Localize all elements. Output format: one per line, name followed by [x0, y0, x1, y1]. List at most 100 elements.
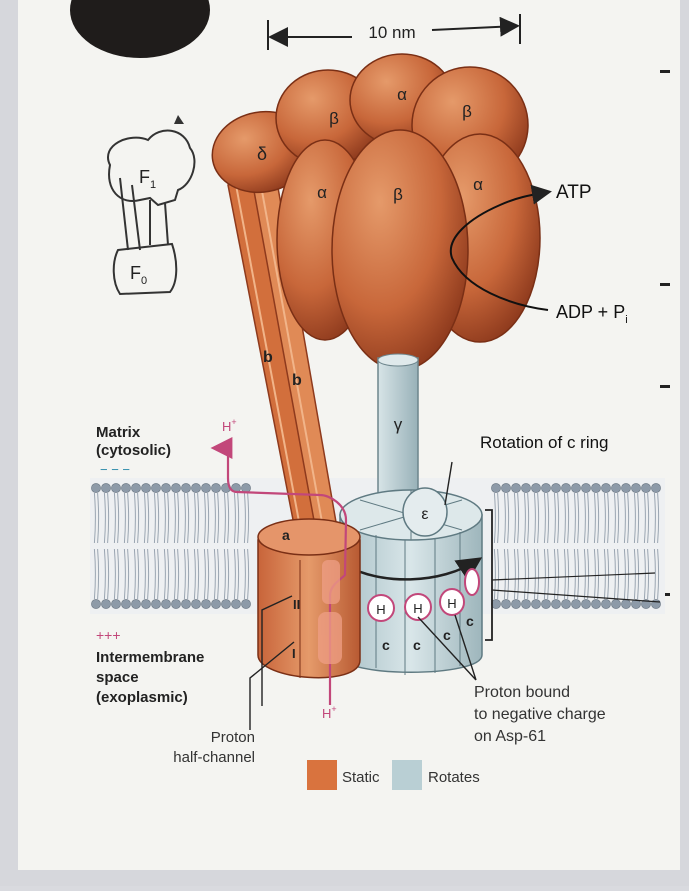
lipid-head-top	[151, 483, 160, 492]
scale-bar-label: 10 nm	[368, 23, 415, 42]
proton-bound-label-line2: to negative charge	[474, 706, 606, 723]
lipid-head-bottom	[581, 599, 590, 608]
lipid-head-top	[521, 483, 530, 492]
svg-text:H: H	[413, 601, 422, 616]
lipid-head-top	[551, 483, 560, 492]
lipid-head-top	[211, 483, 220, 492]
legend-rotates-label: Rotates	[428, 769, 480, 786]
subunit-beta-label-front: β	[393, 185, 403, 204]
lipid-head-bottom	[501, 599, 510, 608]
lipid-head-top	[161, 483, 170, 492]
half-channel-label-one: I	[292, 646, 296, 661]
lipid-head-top	[651, 483, 660, 492]
lipid-head-bottom	[231, 599, 240, 608]
subunit-c-label-2: c	[413, 637, 421, 653]
bound-proton-1: H	[368, 595, 394, 621]
subunit-alpha-label-front-left: α	[317, 183, 327, 202]
lipid-head-top	[541, 483, 550, 492]
lipid-head-top	[621, 483, 630, 492]
bound-proton-2: H	[405, 594, 431, 620]
lipid-head-bottom	[591, 599, 600, 608]
svg-text:H: H	[447, 596, 456, 611]
lipid-head-top	[141, 483, 150, 492]
rotation-label: Rotation of c ring	[480, 433, 609, 452]
matrix-label: Matrix	[96, 424, 141, 441]
lipid-head-bottom	[141, 599, 150, 608]
svg-text:H: H	[376, 602, 385, 617]
subunit-beta-label-back-left: β	[329, 109, 339, 128]
lipid-head-bottom	[101, 599, 110, 608]
proton-bound-label-line1: Proton bound	[474, 684, 570, 701]
ims-label-1: Intermembrane	[96, 649, 204, 666]
subunit-c-label-3: c	[443, 627, 451, 643]
lipid-head-bottom	[531, 599, 540, 608]
lipid-head-bottom	[621, 599, 630, 608]
lipid-head-top	[511, 483, 520, 492]
lipid-head-bottom	[211, 599, 220, 608]
subunit-b-label-2: b	[292, 372, 302, 389]
f1-head-front-row	[277, 130, 540, 370]
lipid-head-bottom	[541, 599, 550, 608]
lipid-head-bottom	[561, 599, 570, 608]
lipid-head-top	[591, 483, 600, 492]
half-channel-label-two: II	[293, 597, 300, 612]
matrix-charge-label: − − −	[100, 462, 130, 477]
lipid-head-bottom	[551, 599, 560, 608]
lipid-head-top	[581, 483, 590, 492]
lipid-head-bottom	[181, 599, 190, 608]
lipid-head-top	[201, 483, 210, 492]
matrix-sub-label: (cytosolic)	[96, 442, 171, 459]
lipid-head-top	[131, 483, 140, 492]
atp-label: ATP	[556, 182, 592, 203]
legend-rotates-swatch	[392, 760, 422, 790]
subunit-a-label: a	[282, 527, 290, 543]
lipid-head-top	[531, 483, 540, 492]
page-edge-mark	[660, 385, 670, 388]
legend-static-label: Static	[342, 769, 380, 786]
lipid-head-top	[571, 483, 580, 492]
lipid-head-bottom	[191, 599, 200, 608]
ims-label-3: (exoplasmic)	[96, 689, 188, 706]
page-edge-mark	[660, 283, 670, 286]
lipid-head-bottom	[201, 599, 210, 608]
lipid-head-bottom	[611, 599, 620, 608]
lipid-head-bottom	[131, 599, 140, 608]
ims-charge-label: +++	[96, 627, 121, 643]
lipid-head-top	[601, 483, 610, 492]
subunit-beta-front	[332, 130, 468, 370]
page-edge-mark	[660, 70, 670, 73]
lipid-head-top	[181, 483, 190, 492]
lipid-head-top	[111, 483, 120, 492]
lipid-head-bottom	[121, 599, 130, 608]
lipid-head-bottom	[161, 599, 170, 608]
lipid-head-top	[91, 483, 100, 492]
subunit-c-label-4: c	[466, 613, 474, 629]
subunit-alpha-label-back: α	[397, 85, 407, 104]
lipid-head-top	[611, 483, 620, 492]
subunit-gamma-label: γ	[394, 415, 403, 434]
lipid-head-bottom	[221, 599, 230, 608]
subunit-beta-label-back-right: β	[462, 102, 472, 121]
lipid-head-top	[641, 483, 650, 492]
lipid-head-top	[101, 483, 110, 492]
lipid-head-bottom	[111, 599, 120, 608]
subunit-delta-label: δ	[257, 144, 267, 164]
lipid-head-top	[561, 483, 570, 492]
lipid-head-top	[171, 483, 180, 492]
subunit-b-label-1: b	[263, 349, 273, 366]
lipid-head-bottom	[171, 599, 180, 608]
lipid-head-bottom	[91, 599, 100, 608]
bound-proton-4	[465, 569, 479, 595]
lipid-head-bottom	[651, 599, 660, 608]
lipid-head-top	[491, 483, 500, 492]
lipid-head-top	[631, 483, 640, 492]
bound-proton-3: H	[440, 589, 464, 615]
lipid-head-top	[191, 483, 200, 492]
lipid-head-bottom	[601, 599, 610, 608]
half-channel-label-line1: Proton	[211, 729, 255, 746]
proton-bound-label-line3: on Asp-61	[474, 728, 546, 745]
subunit-alpha-label-front-right: α	[473, 175, 483, 194]
ims-label-2: space	[96, 669, 139, 686]
